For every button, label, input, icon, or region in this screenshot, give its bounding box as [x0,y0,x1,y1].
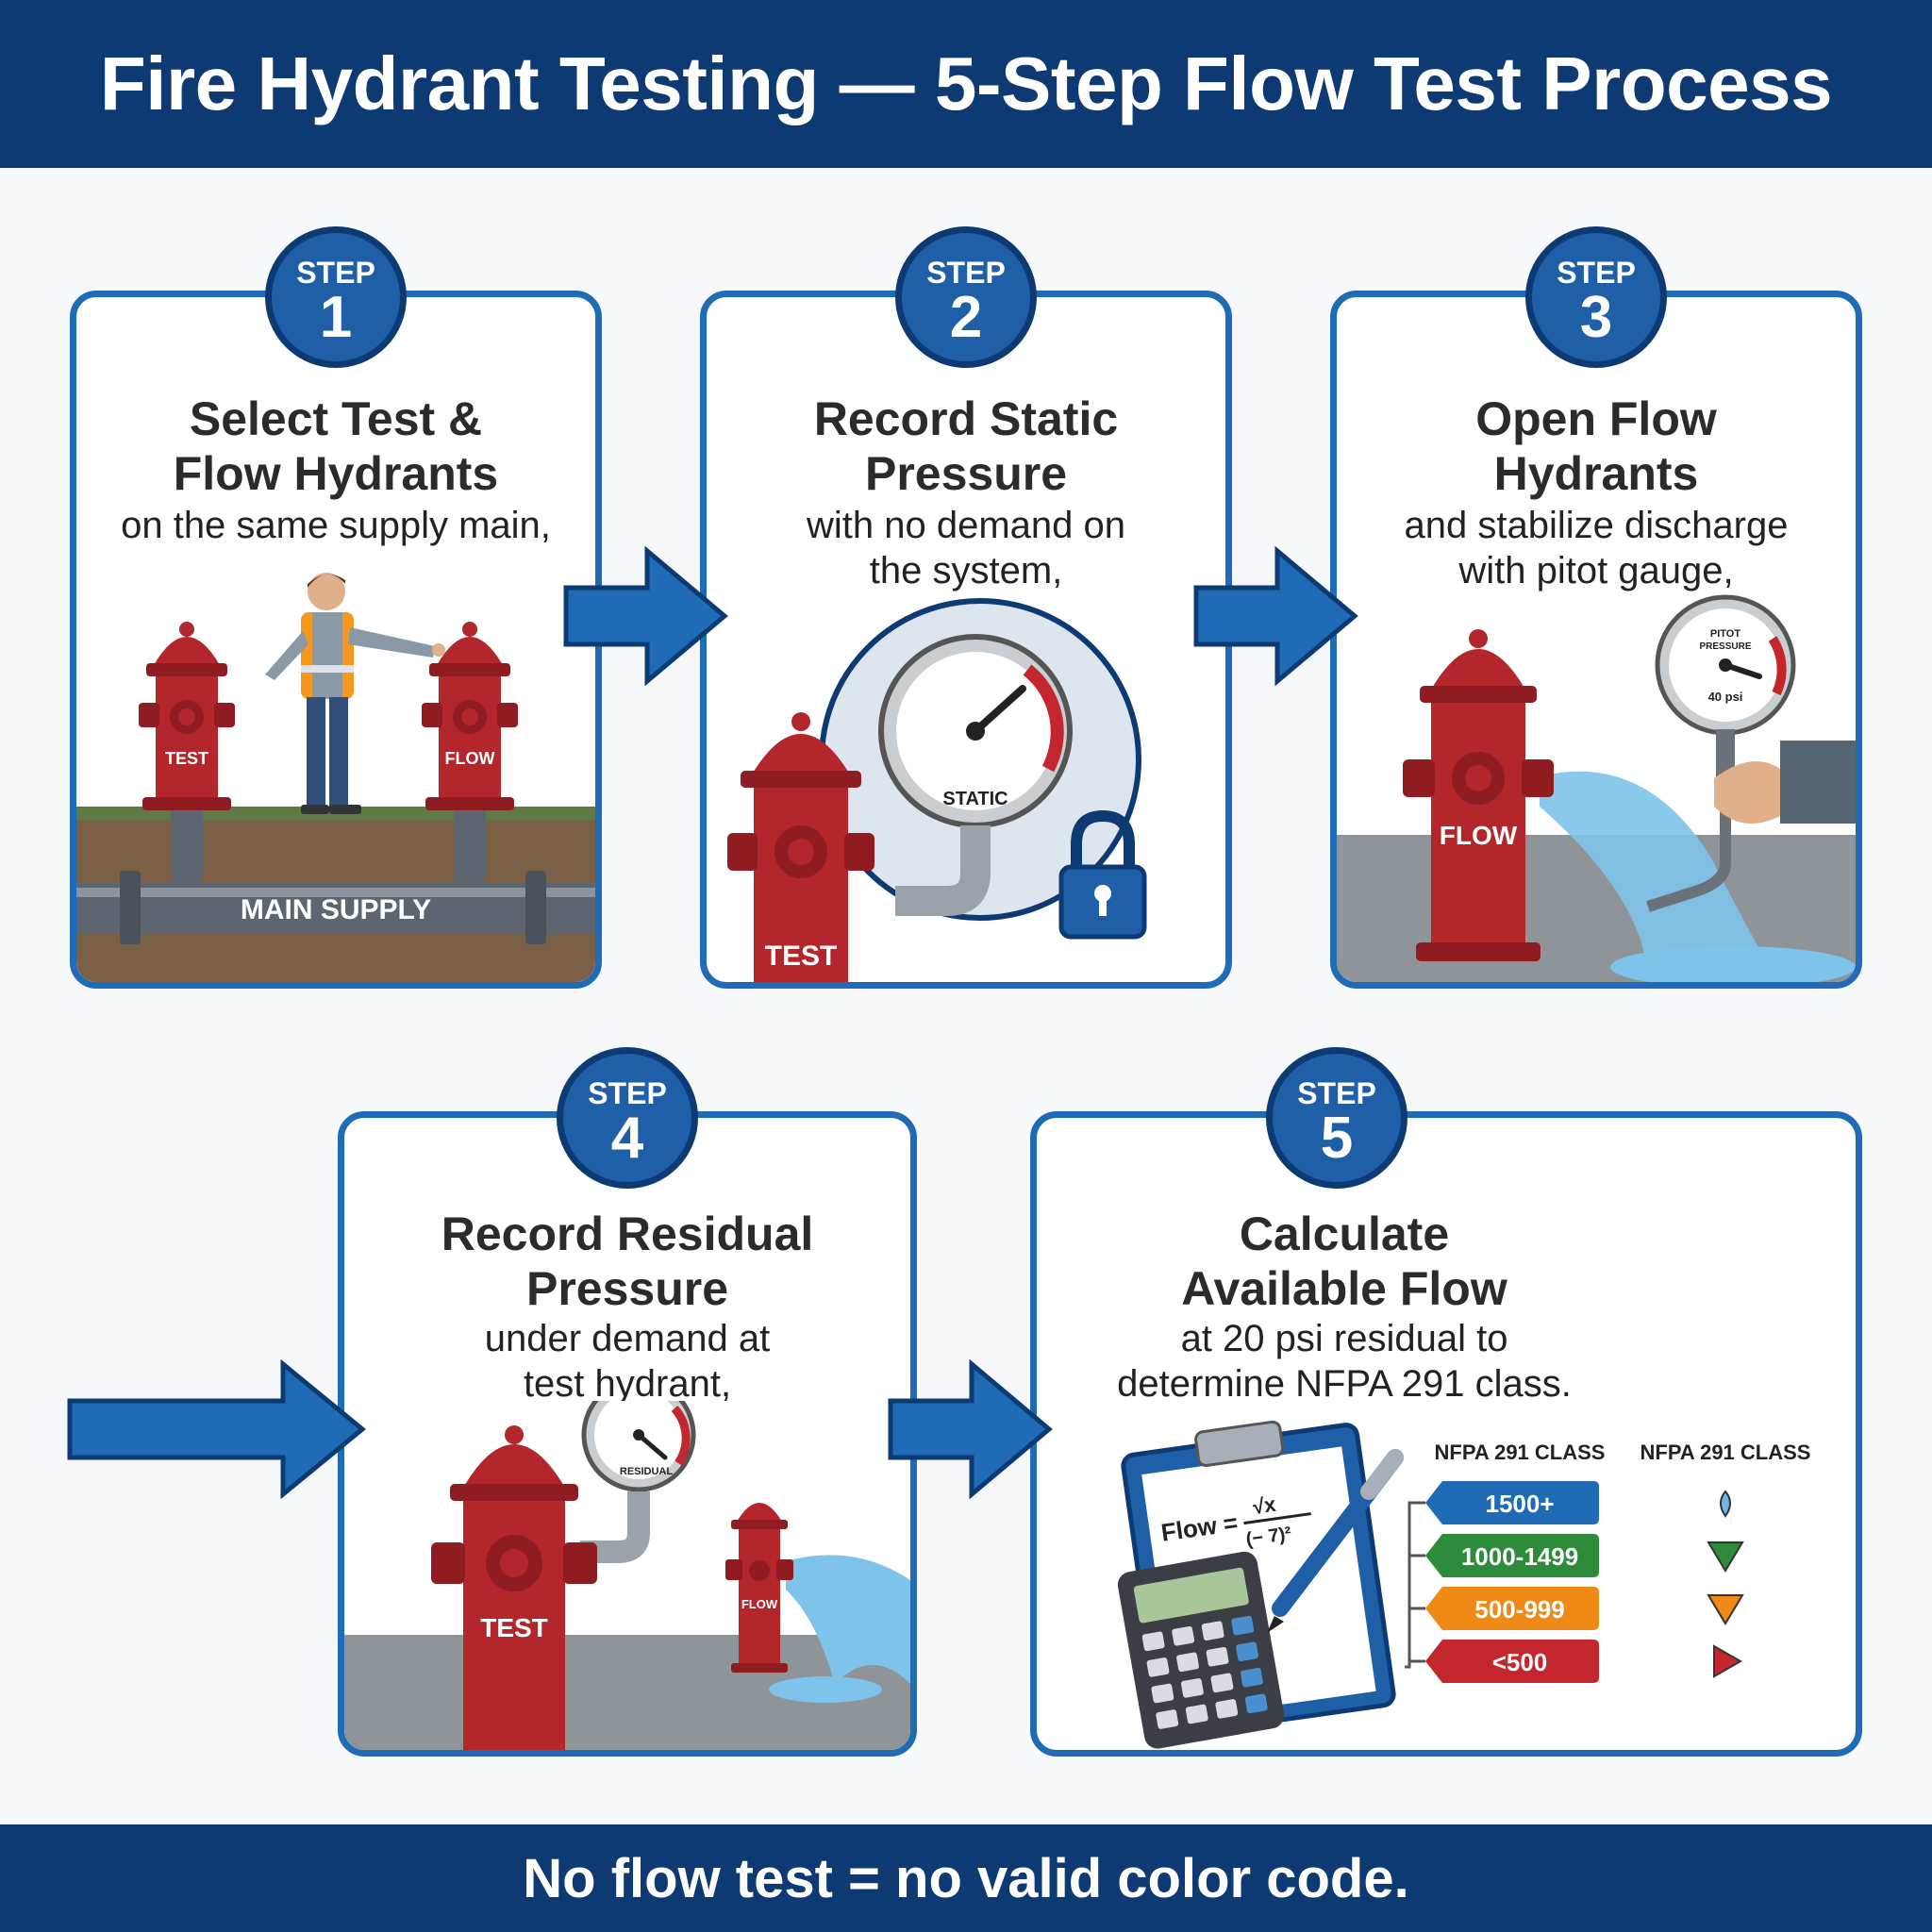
test-hydrant-icon: TEST [727,712,874,982]
svg-text:TEST: TEST [480,1613,548,1642]
arrow-right-icon [67,1358,366,1500]
step-4-description: under demand at test hydrant, [484,1318,771,1405]
svg-text:STATIC: STATIC [942,789,1008,809]
page-title: Fire Hydrant Testing — 5-Step Flow Test … [0,0,1932,168]
class-connector [1405,1501,1425,1669]
class-tag-label: 500-999 [1474,1595,1564,1624]
step-1-badge: STEP 1 [265,226,407,368]
lock-icon [1058,809,1147,940]
class-tag: 500-999 [1425,1587,1599,1630]
step-4-title: Record Residual Pressure [441,1208,814,1315]
class-marker-icon [1707,1541,1744,1573]
test-hydrant-icon: TEST [431,1425,597,1750]
svg-text:40 psi: 40 psi [1708,690,1743,704]
water-stream [786,1555,910,1684]
class-tag-label: <500 [1492,1648,1548,1676]
step-5-title: Calculate Available Flow [1181,1208,1507,1315]
step-2-title: Record Static Pressure [813,392,1119,500]
footer-note: No flow test = no valid color code. [0,1824,1932,1932]
step-1-title: Select Test & Flow Hydrants [173,392,499,500]
svg-text:√x: √x [1251,1492,1277,1519]
test-hydrant-icon: TEST [139,622,235,810]
step-4-card: Record Residual Pressure under demand at… [338,1111,917,1757]
step-3-card: Open Flow Hydrants and stabilize dischar… [1330,291,1862,989]
water-stream [1540,771,1778,982]
step-2-card: Record Static Pressure with no demand on… [700,291,1232,989]
step-3-description: and stabilize discharge with pitot gauge… [1404,505,1789,591]
worker-icon [265,573,445,814]
step-3-illustration: FLOW PITOT PRESSURE 40 psi [1337,594,1856,982]
class-tag-label: 1500+ [1485,1490,1554,1518]
class-header-2: NFPA 291 CLASS [1641,1441,1811,1464]
step-5-card: Calculate Available Flow at 20 psi resid… [1030,1111,1862,1757]
flow-hydrant-icon: FLOW [725,1503,793,1673]
class-tag: 1000-1499 [1425,1534,1599,1577]
residual-pressure-gauge-icon: RESIDUAL [580,1401,696,1563]
class-marker-icon [1720,1490,1731,1518]
calculator-icon [1117,1551,1285,1749]
step-5-badge: STEP 5 [1266,1047,1407,1189]
class-tag: 1500+ [1425,1481,1599,1524]
svg-text:PRESSURE: PRESSURE [1699,641,1751,652]
class-marker-icon [1707,1594,1744,1625]
svg-text:FLOW: FLOW [741,1597,778,1611]
step-1-card: Select Test & Flow Hydrants on the same … [70,291,602,989]
arrow-right-icon [888,1358,1053,1500]
svg-text:RESIDUAL: RESIDUAL [620,1466,674,1477]
arrow-right-icon [563,545,728,687]
svg-text:PITOT: PITOT [1710,628,1740,640]
step-3-badge: STEP 3 [1525,226,1667,368]
step-4-illustration: FLOW RESIDUAL TEST [344,1401,910,1750]
class-tag: <500 [1425,1640,1599,1683]
flow-hydrant-icon: FLOW [422,622,518,810]
svg-text:FLOW: FLOW [445,749,495,768]
static-pressure-gauge-icon: STATIC [878,634,1073,828]
step-3-title: Open Flow Hydrants [1475,392,1717,500]
step-5-description: at 20 psi residual to determine NFPA 291… [1117,1318,1572,1405]
class-header: NFPA 291 CLASS [1435,1441,1606,1464]
flow-hydrant-icon: FLOW [1403,629,1554,961]
pen-icon [1267,1449,1404,1633]
main-supply-label: MAIN SUPPLY [241,894,431,925]
step-5-illustration: Flow = √x (− 7)² NFPA 291 CLASS NFPA 2 [1117,1420,1811,1749]
step-2-badge: STEP 2 [895,226,1037,368]
svg-text:TEST: TEST [165,749,208,768]
step-4-badge: STEP 4 [557,1047,698,1189]
arrow-right-icon [1193,545,1358,687]
step-2-illustration: STATIC TEST [727,598,1147,982]
svg-text:TEST: TEST [765,941,838,972]
class-tag-label: 1000-1499 [1461,1542,1578,1571]
pitot-gauge-icon: PITOT PRESSURE 40 psi [1646,594,1856,912]
svg-text:FLOW: FLOW [1440,821,1518,850]
step-1-description: on the same supply main, [121,505,551,546]
class-marker-icon [1713,1644,1743,1678]
step-2-description: with no demand on the system, [806,505,1125,591]
step-1-illustration: MAIN SUPPLY TEST FLOW [76,573,595,982]
